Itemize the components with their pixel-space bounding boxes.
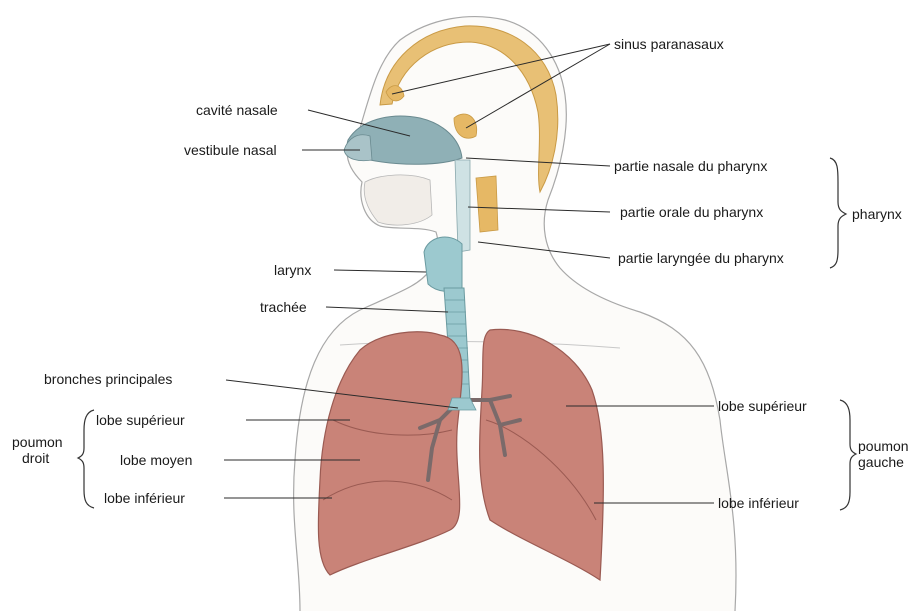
poumon-droit-brace xyxy=(78,410,94,508)
label-poumon-gauche-line2: gauche xyxy=(858,454,904,470)
label-pharynx: pharynx xyxy=(852,206,902,222)
label-partie-orale-pharynx: partie orale du pharynx xyxy=(620,204,763,220)
mouth-area xyxy=(364,175,432,225)
label-lobe-inferieur-gauche: lobe inférieur xyxy=(718,495,799,511)
label-sinus-paranasaux: sinus paranasaux xyxy=(614,36,724,52)
label-vestibule-nasal: vestibule nasal xyxy=(184,142,277,158)
poumon-gauche-brace xyxy=(840,400,856,510)
label-lobe-superieur-gauche: lobe supérieur xyxy=(718,398,807,414)
larynx-shape xyxy=(424,237,462,291)
pharynx-shape xyxy=(455,160,470,252)
label-lobe-superieur-droit: lobe supérieur xyxy=(96,412,185,428)
label-lobe-inferieur-droit: lobe inférieur xyxy=(104,490,185,506)
label-lobe-moyen: lobe moyen xyxy=(120,452,192,468)
nasal-vestibule-shape xyxy=(344,135,372,161)
label-poumon-droit-line2: droit xyxy=(22,450,49,466)
label-trachee: trachée xyxy=(260,299,307,315)
spine-bone xyxy=(476,176,498,232)
label-poumon-droit-line1: poumon xyxy=(12,434,63,450)
label-partie-laryngee-pharynx: partie laryngée du pharynx xyxy=(618,250,784,266)
label-partie-nasale-pharynx: partie nasale du pharynx xyxy=(614,158,767,174)
label-larynx: larynx xyxy=(274,262,311,278)
label-poumon-gauche-line1: poumon xyxy=(858,438,909,454)
pharynx-brace xyxy=(830,158,846,268)
label-cavite-nasale: cavité nasale xyxy=(196,102,278,118)
label-bronches-principales: bronches principales xyxy=(44,371,172,387)
